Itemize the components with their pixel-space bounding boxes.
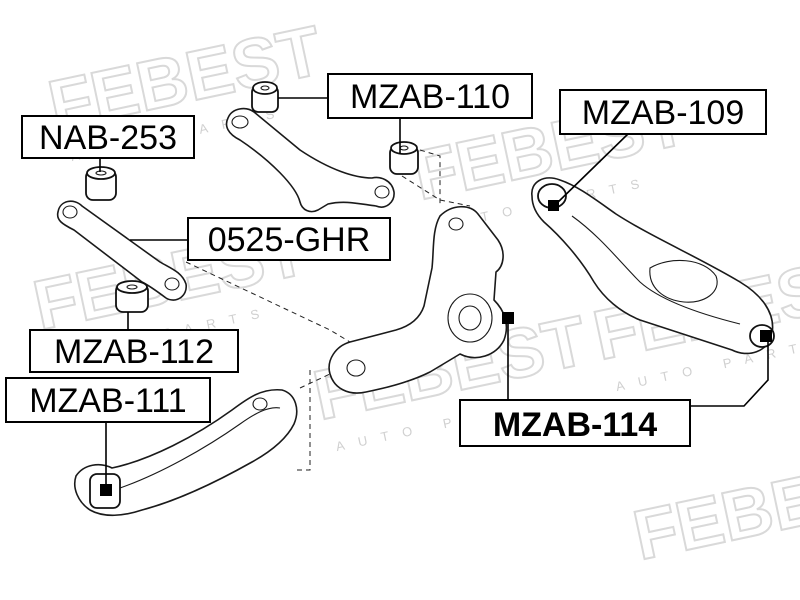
bushing-bore — [95, 170, 107, 176]
label-text: MZAB-112 — [54, 333, 214, 371]
upper-arm-body — [225, 107, 395, 213]
bushing-bore — [260, 85, 270, 91]
upper-arm-eye-2 — [374, 185, 390, 199]
dash-line — [401, 175, 471, 207]
label-mzab-112[interactable]: MZAB-112 — [29, 329, 239, 373]
toe-arm-eye-2 — [164, 277, 180, 291]
toe-arm-eye — [62, 205, 78, 219]
lower-arm-spring-seat — [649, 259, 718, 303]
label-box — [21, 115, 195, 159]
label-text: MZAB-111 — [29, 382, 186, 420]
leader-mzab-114-b — [690, 338, 769, 407]
dash-line — [296, 370, 311, 471]
label-box — [5, 377, 211, 423]
label-mzab-110[interactable]: MZAB-110 — [327, 73, 533, 119]
leaders — [99, 97, 772, 496]
marker-mzab-114-a — [502, 312, 514, 324]
bushing-face — [252, 81, 278, 95]
label-0525-ghr[interactable]: 0525-GHR — [187, 217, 391, 261]
marker-mzab-109 — [548, 200, 559, 211]
label-text: NAB-253 — [39, 119, 177, 157]
knuckle-top-eye — [448, 217, 464, 231]
upper-arm-eye — [231, 115, 249, 129]
label-mzab-114[interactable]: MZAB-114 — [459, 399, 691, 447]
label-text: 0525-GHR — [208, 221, 371, 259]
leader-mzab-109 — [553, 131, 631, 207]
marker-mzab-111 — [100, 484, 112, 496]
bushing-face — [86, 166, 116, 180]
toe-control-arm — [56, 200, 187, 301]
label-text: MZAB-109 — [582, 94, 745, 132]
knuckle-hub — [447, 293, 493, 343]
label-box — [187, 217, 391, 261]
dash-line — [419, 149, 441, 204]
label-nab-253[interactable]: NAB-253 — [21, 115, 195, 159]
label-box — [327, 73, 533, 119]
label-box — [459, 399, 691, 447]
toe-arm-body — [56, 200, 187, 301]
knuckle-lower-eye — [346, 359, 366, 377]
bushing-mzab-112 — [115, 280, 149, 313]
rear-knuckle — [328, 205, 508, 394]
label-text: MZAB-110 — [350, 78, 510, 116]
label-mzab-111[interactable]: MZAB-111 — [5, 377, 211, 423]
label-box — [559, 89, 767, 135]
bushing-mzab-110-a — [251, 81, 279, 113]
trailing-arm-eye — [252, 397, 268, 411]
marker-mzab-114-b — [760, 330, 772, 342]
bushing-nab-253 — [85, 166, 117, 201]
bushing-mzab-110-b — [389, 141, 419, 175]
lower-arm-rib — [571, 215, 741, 325]
trailing-arm-rib — [119, 407, 281, 489]
upper-control-arm — [225, 107, 395, 213]
bushing-face — [116, 280, 148, 294]
lower-arm-body — [531, 177, 774, 355]
watermark-brand: FEBEST — [627, 441, 800, 575]
bushing-bore — [126, 284, 138, 290]
label-box — [29, 329, 239, 373]
knuckle-hub-bore — [458, 305, 482, 331]
knuckle-body — [328, 205, 508, 394]
label-mzab-109[interactable]: MZAB-109 — [559, 89, 767, 135]
watermark-tile: FEBEST — [626, 440, 800, 576]
label-text: MZAB-114 — [493, 406, 657, 444]
dash-line — [185, 261, 351, 343]
dash-line — [299, 373, 331, 389]
assembly-dashes — [185, 149, 471, 471]
bushing-face — [390, 141, 418, 155]
